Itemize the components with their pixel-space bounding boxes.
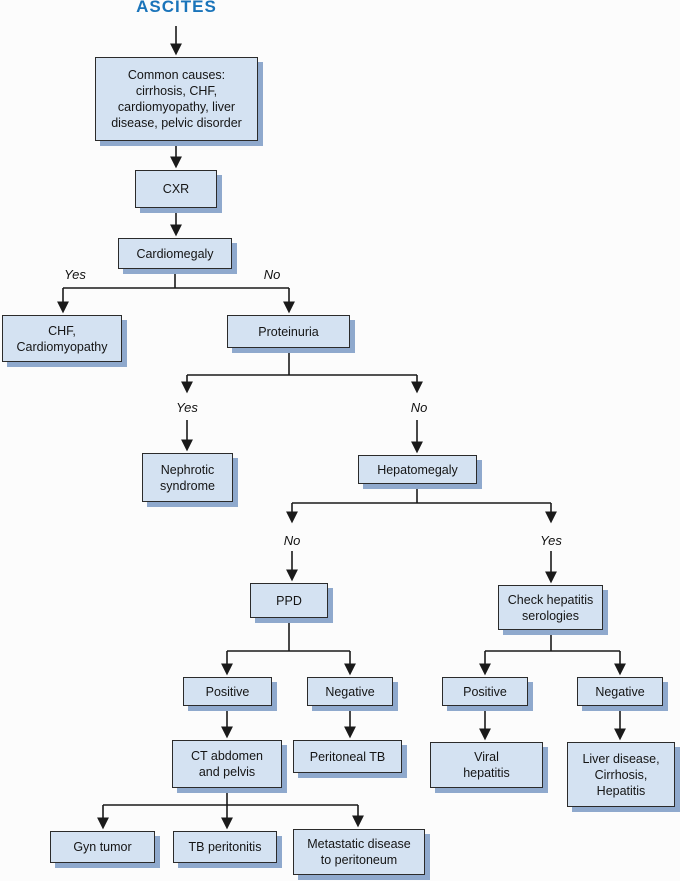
edge-label-cardiomegaly-no: No bbox=[263, 267, 281, 282]
page-title: ASCITES bbox=[136, 0, 217, 16]
node-metastatic-disease-to-peritoneum: Metastatic disease to peritoneum bbox=[293, 829, 425, 875]
node-tb-peritonitis: TB peritonitis bbox=[173, 831, 277, 863]
edge-label-hepatomegaly-yes: Yes bbox=[540, 533, 562, 548]
node-nephrotic-syndrome: Nephrotic syndrome bbox=[142, 453, 233, 502]
node-common-causes: Common causes: cirrhosis, CHF, cardiomyo… bbox=[95, 57, 258, 141]
node-ppd: PPD bbox=[250, 583, 328, 618]
node-peritoneal-tb: Peritoneal TB bbox=[293, 740, 402, 773]
node-proteinuria: Proteinuria bbox=[227, 315, 350, 348]
edge-label-hepatomegaly-no: No bbox=[283, 533, 301, 548]
node-cxr: CXR bbox=[135, 170, 217, 208]
node-hepatitis-positive: Positive bbox=[442, 677, 528, 706]
node-check-hepatitis-serologies: Check hepatitis serologies bbox=[498, 585, 603, 630]
node-cardiomegaly: Cardiomegaly bbox=[118, 238, 232, 269]
node-ct-abdomen-pelvis: CT abdomen and pelvis bbox=[172, 740, 282, 788]
node-gyn-tumor: Gyn tumor bbox=[50, 831, 155, 863]
node-chf-cardiomyopathy: CHF, Cardiomyopathy bbox=[2, 315, 122, 362]
node-viral-hepatitis: Viral hepatitis bbox=[430, 742, 543, 788]
node-ppd-positive: Positive bbox=[183, 677, 272, 706]
edge-label-proteinuria-yes: Yes bbox=[176, 400, 198, 415]
node-liver-disease-cirrhosis-hepatitis: Liver disease, Cirrhosis, Hepatitis bbox=[567, 742, 675, 807]
node-ppd-negative: Negative bbox=[307, 677, 393, 706]
node-hepatitis-negative: Negative bbox=[577, 677, 663, 706]
edge-label-proteinuria-no: No bbox=[410, 400, 428, 415]
edge-label-cardiomegaly-yes: Yes bbox=[64, 267, 86, 282]
node-hepatomegaly: Hepatomegaly bbox=[358, 455, 477, 484]
